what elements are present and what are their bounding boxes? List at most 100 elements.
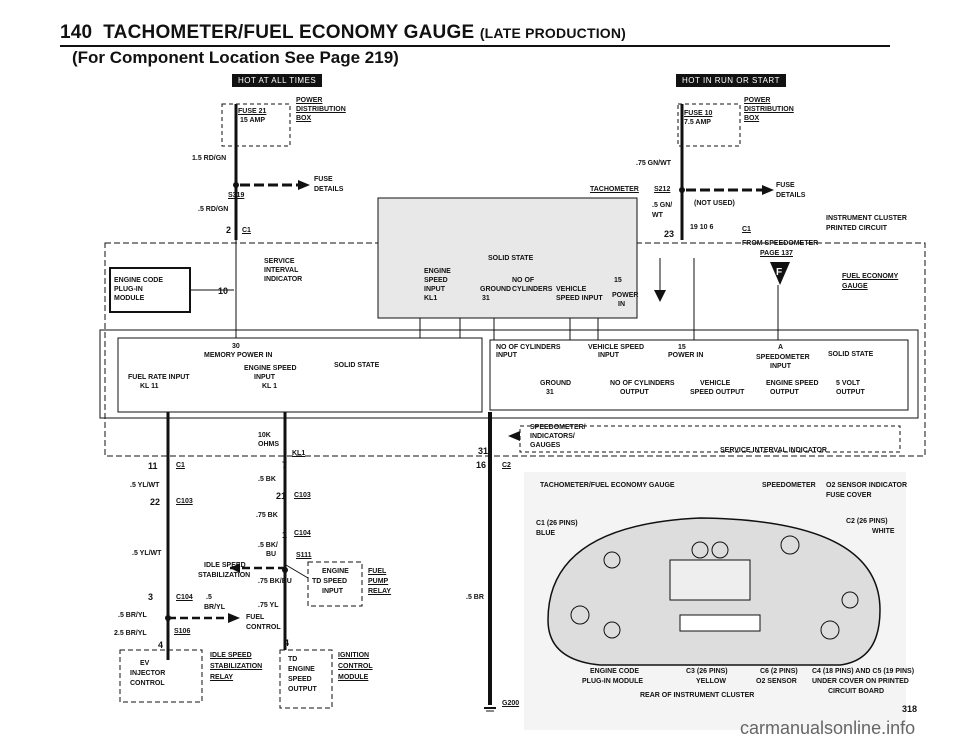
service-2: INTERVAL: [264, 267, 299, 274]
lb-memory: MEMORY POWER IN: [204, 352, 273, 359]
ev-1: EV: [140, 660, 150, 667]
h-c1: C1: [176, 462, 185, 469]
lb-30: 30: [232, 343, 240, 350]
h-yl75: .75 YL: [258, 602, 279, 609]
h-p5: .5: [206, 594, 212, 601]
h-3: 3: [148, 592, 154, 602]
page-subtitle: (For Component Location See Page 219): [72, 48, 399, 67]
lb-solid-state: SOLID STATE: [334, 362, 380, 369]
fuel-economy-1: FUEL ECONOMY: [842, 273, 899, 280]
lb-engine-speed: ENGINE SPEED: [244, 365, 297, 372]
td-out-1: TD: [288, 656, 298, 663]
c4-left-pin: 10: [218, 286, 229, 296]
power-in-2: IN: [618, 301, 625, 308]
speedo-ind-3: GAUGES: [530, 442, 561, 449]
h-7: 7: [282, 460, 288, 470]
lb-input: INPUT: [254, 374, 275, 381]
right-fuse-label: FUSE 10: [684, 110, 713, 117]
right-distribution-1: POWER: [744, 97, 771, 104]
hot-at-all-times-badge: HOT AT ALL TIMES: [232, 74, 323, 87]
ignition-3: MODULE: [338, 674, 369, 681]
engine-code-3: MODULE: [114, 295, 145, 302]
h-21: 21: [276, 491, 287, 501]
engine-td-box: [307, 561, 363, 607]
input-speed: SPEED: [424, 277, 448, 284]
photo-c1-2: BLUE: [536, 530, 556, 537]
watermark: carmanualsonline.info: [740, 718, 916, 738]
rb-ground: GROUND: [540, 380, 572, 387]
h-idle-2: STABILIZATION: [198, 572, 251, 579]
page-title: 140 TACHOMETER/FUEL ECONOMY GAUGE (LATE …: [60, 22, 626, 44]
power-in-1: POWER: [612, 292, 639, 299]
solid-state-top: SOLID STATE: [488, 255, 534, 262]
rb-input-1: INPUT: [496, 352, 517, 359]
ev-2: INJECTOR: [130, 670, 166, 677]
idle-relay-2: STABILIZATION: [210, 663, 263, 670]
rb-input-2: INPUT: [598, 352, 619, 359]
h-c103b: C103: [294, 492, 311, 499]
rb-vehicle-speed: VEHICLE SPEED: [588, 344, 645, 351]
left-fuse-details-2: DETAILS: [314, 186, 344, 193]
photo-c4-3: CIRCUIT BOARD: [828, 688, 884, 695]
right-fuse-details-1: FUSE: [776, 182, 795, 189]
right-pin: 23: [664, 229, 675, 239]
inner-circuit-frame: [99, 329, 919, 419]
input-engine: ENGINE: [424, 268, 451, 275]
speedo-ind-2: INDICATORS/: [530, 433, 575, 440]
rb-output-2: OUTPUT: [770, 389, 799, 396]
left-distribution-2: DISTRIBUTION: [296, 106, 346, 113]
right-conn: C1: [742, 226, 751, 233]
photo-c2-2: WHITE: [872, 528, 895, 535]
rb-speedometer: SPEEDOMETER: [756, 354, 810, 361]
ground-label: GROUND: [480, 286, 512, 293]
h-bk2: .75 BK: [256, 512, 278, 519]
tachometer-label: TACHOMETER: [590, 186, 639, 193]
rb-speed-output: SPEED OUTPUT: [690, 389, 745, 396]
vehicle-speed-2: SPEED INPUT: [556, 295, 603, 302]
h-s106: S106: [174, 628, 191, 635]
left-splice: S319: [228, 192, 245, 199]
rb-output-3: OUTPUT: [836, 389, 865, 396]
photo-speedometer: SPEEDOMETER: [762, 482, 816, 489]
left-fuse-amp: 15 AMP: [240, 117, 266, 124]
engine-td-3: INPUT: [322, 588, 343, 595]
footer-code: 318: [902, 704, 918, 714]
input-kl1: KL1: [424, 295, 438, 302]
h-bkbu: .75 BK/BU: [258, 578, 292, 585]
photo-c4-2: UNDER COVER ON PRINTED: [812, 678, 909, 685]
h-bryl: BR/YL: [204, 604, 225, 611]
h-22: 22: [150, 497, 161, 507]
service-3: INDICATOR: [264, 276, 303, 283]
rb-31: 31: [546, 389, 554, 396]
h-31: 31: [478, 446, 489, 456]
lb-fuel-rate: FUEL RATE INPUT: [128, 374, 190, 381]
instrument-cluster-1: INSTRUMENT CLUSTER: [826, 215, 907, 222]
fuel-economy-2: GAUGE: [842, 283, 868, 290]
left-pin: 2: [226, 225, 232, 235]
rb-5volt: 5 VOLT: [836, 380, 860, 387]
h-4a: 4: [158, 640, 164, 650]
right-solid-box: [489, 339, 909, 411]
rb-no-cyl: NO OF CYLINDERS: [496, 344, 561, 351]
left-wire-2: .5 RD/GN: [198, 206, 229, 213]
hw-1: .5 YL/WT: [130, 482, 160, 489]
hw-3: .5 BR/YL: [118, 612, 147, 619]
title-text: TACHOMETER/FUEL ECONOMY GAUGE: [103, 22, 475, 43]
vehicle-speed-1: VEHICLE: [556, 286, 587, 293]
instrument-cluster-2: PRINTED CIRCUIT: [826, 225, 888, 232]
td-out-4: OUTPUT: [288, 686, 317, 693]
photo-c3-1: C3 (26 PINS): [686, 668, 728, 675]
h-4b: 4: [284, 638, 290, 648]
kl1-label: KL1: [292, 450, 306, 457]
hot-in-run-badge: HOT IN RUN OR START: [676, 74, 786, 87]
speedo-ind-1: SPEEDOMETER/: [530, 424, 586, 431]
f-marker-shape: [770, 262, 790, 285]
rb-a: A: [778, 344, 784, 351]
lb-kl11: KL 11: [140, 383, 159, 390]
ohms-2: OHMS: [258, 441, 279, 448]
hw-4: 2.5 BR/YL: [114, 630, 147, 637]
h-g200: G200: [502, 700, 520, 707]
service-1: SERVICE: [264, 258, 295, 265]
right-wire-2b: WT: [652, 212, 663, 219]
idle-relay-1: IDLE SPEED: [210, 652, 252, 659]
